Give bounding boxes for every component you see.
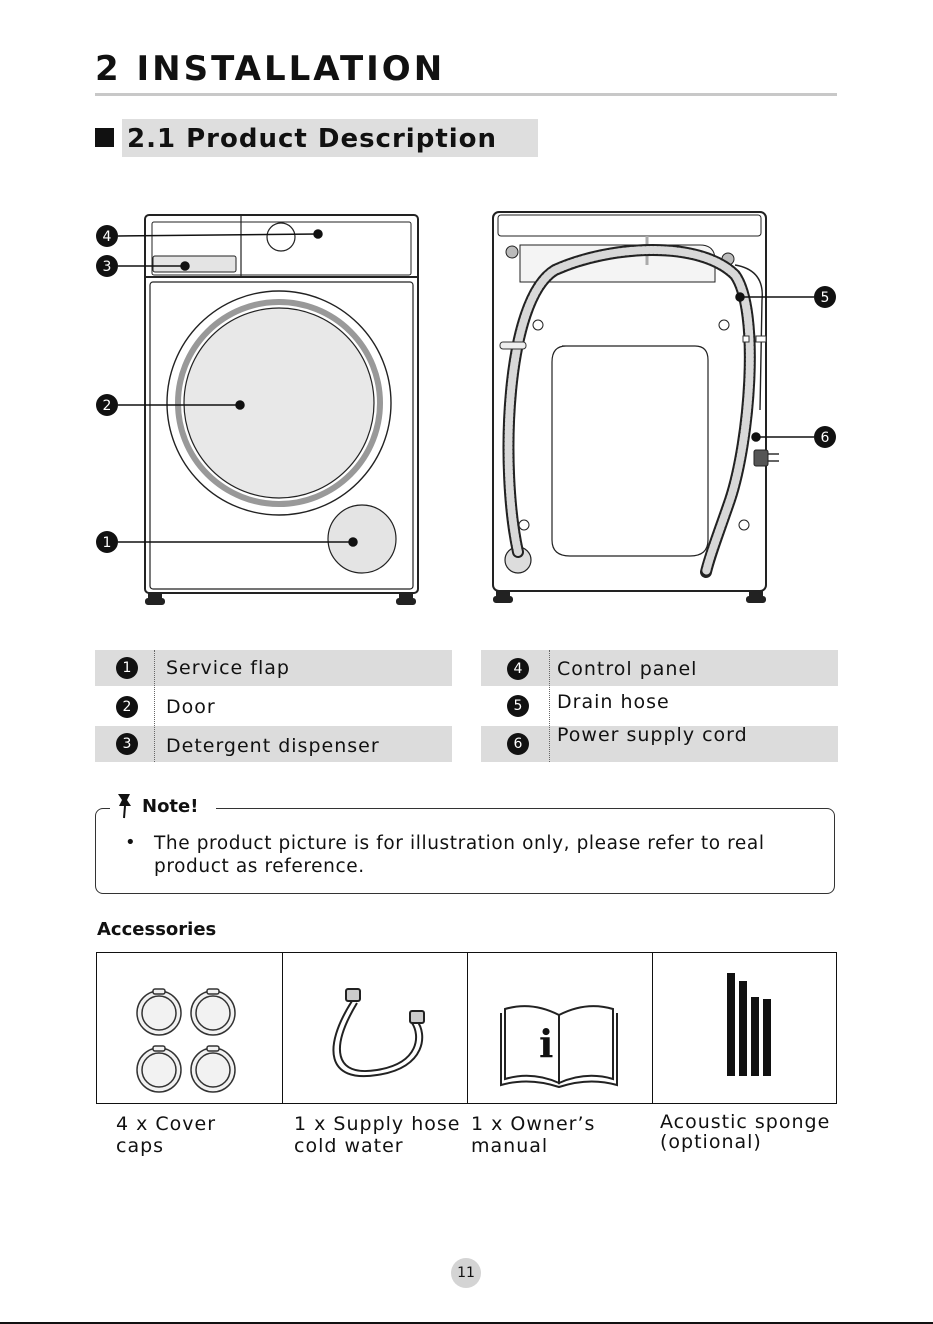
legend-number: 3 xyxy=(116,733,138,755)
legend-number: 6 xyxy=(507,733,529,755)
washer-front-view xyxy=(144,214,419,605)
subheader-title: 2.1 Product Description xyxy=(127,124,498,154)
legend-row xyxy=(481,726,838,762)
cover-caps-icon xyxy=(136,988,236,1093)
legend-label: Detergent dispenser xyxy=(166,735,380,757)
legend-label: Power supply cord xyxy=(557,724,748,746)
note-box xyxy=(95,808,835,894)
callout-6: 6 xyxy=(814,426,836,448)
legend-label: Drain hose xyxy=(557,691,670,713)
accessory-cell xyxy=(97,953,283,1103)
callout-1: 1 xyxy=(96,531,118,553)
svg-text:i: i xyxy=(539,1021,553,1066)
accessory-cell: i xyxy=(467,953,653,1103)
legend-separator xyxy=(154,650,155,762)
callout-3: 3 xyxy=(96,255,118,277)
legend-label: Control panel xyxy=(557,658,698,680)
manual-icon: i xyxy=(500,1005,618,1089)
legend-separator xyxy=(549,650,550,762)
front-callouts xyxy=(117,229,358,547)
svg-text:5: 5 xyxy=(821,290,830,306)
legend-number: 5 xyxy=(507,695,529,717)
accessories-table: i xyxy=(96,952,837,1104)
svg-text:3: 3 xyxy=(103,259,112,275)
supply-hose-icon xyxy=(332,988,425,1078)
note-title: Note! xyxy=(142,796,199,817)
legend-label: Door xyxy=(166,696,216,718)
note-bullet: • xyxy=(125,832,136,853)
section-marker xyxy=(95,128,114,147)
subheader-background xyxy=(122,119,538,157)
svg-text:2: 2 xyxy=(103,398,112,414)
legend-number: 4 xyxy=(507,658,529,680)
acoustic-sponge-icon xyxy=(727,973,771,1076)
note-header: Note! xyxy=(110,792,216,820)
accessory-cell xyxy=(282,953,468,1103)
accessory-cell xyxy=(652,953,836,1103)
back-callouts xyxy=(735,292,814,442)
svg-text:1: 1 xyxy=(103,535,112,551)
header-rule xyxy=(95,93,837,96)
callout-5: 5 xyxy=(814,286,836,308)
legend-number: 1 xyxy=(116,657,138,679)
page-number: 11 xyxy=(451,1258,481,1288)
legend-label: Service flap xyxy=(166,657,290,679)
product-figure: 4 3 2 1 5 6 xyxy=(96,211,836,605)
note-text: The product picture is for illustration … xyxy=(154,833,765,877)
svg-text:4: 4 xyxy=(103,229,112,245)
section-title: 2 INSTALLATION xyxy=(95,49,446,89)
accessory-label: 4 x Cover caps xyxy=(116,1113,217,1157)
legend-number: 2 xyxy=(116,696,138,718)
accessory-label: 1 x Owner’s manual xyxy=(471,1113,596,1157)
svg-text:6: 6 xyxy=(821,430,830,446)
accessory-label: 1 x Supply hose cold water xyxy=(294,1113,461,1157)
accessories-title: Accessories xyxy=(97,919,217,940)
callout-2: 2 xyxy=(96,394,118,416)
bottom-rule xyxy=(0,1322,933,1324)
pushpin-icon xyxy=(118,794,131,819)
drain-hose-drawing xyxy=(499,244,767,578)
accessory-label: Acoustic sponge (optional) xyxy=(660,1111,831,1153)
callout-4: 4 xyxy=(96,225,118,247)
legend-row xyxy=(481,650,838,686)
